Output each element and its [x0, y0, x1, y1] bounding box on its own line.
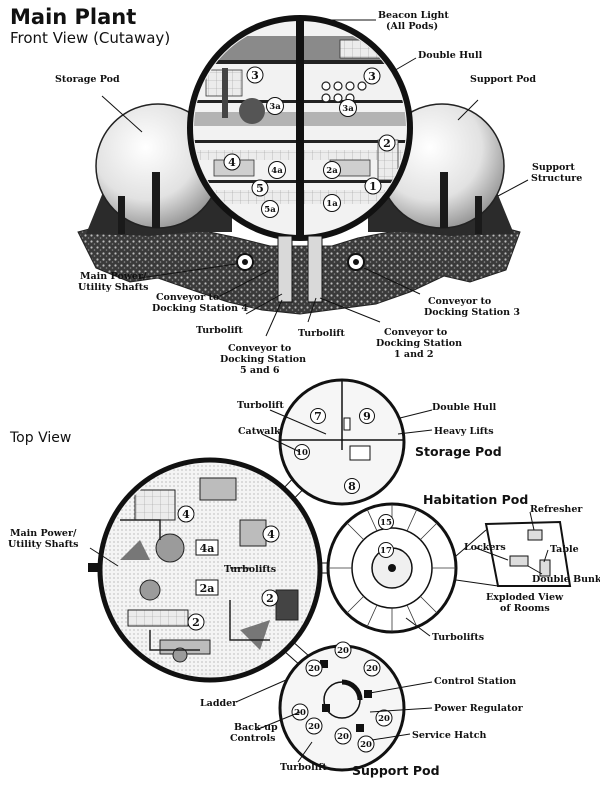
room-2-a: 2 [266, 592, 274, 605]
page-subtitle: Front View (Cutaway) [10, 29, 170, 47]
backup-controls-label-2: Controls [230, 733, 276, 744]
turbolifts-center-label: Turbolifts [224, 564, 276, 575]
turbolift-storage-label: Turbolift [237, 400, 284, 411]
room-3a-left: 3a [269, 102, 281, 112]
exploded-view-label-2: of Rooms [500, 603, 550, 614]
room-20-f: 20 [360, 740, 372, 750]
room-1a: 1a [326, 199, 338, 209]
double-hull-label: Double Hull [418, 50, 483, 61]
conveyor-4-label-2: Docking Station 4 [152, 303, 248, 314]
room-2: 2 [383, 137, 391, 150]
room-20-e: 20 [294, 708, 306, 718]
support-pod-top-label: Support Pod [352, 763, 440, 778]
room-3-right: 3 [368, 70, 376, 83]
ladder-label: Ladder [200, 698, 238, 709]
room-3-left: 3 [251, 69, 259, 82]
main-plant-top-interior [120, 477, 299, 663]
room-2a: 2a [200, 582, 215, 595]
main-power-label-2: Utility Shafts [78, 282, 148, 293]
support-structure-label: Support [532, 162, 575, 173]
habitation-pod-label: Habitation Pod [423, 492, 528, 507]
room-20-g: 20 [308, 722, 320, 732]
conveyor-56-label-3: 5 and 6 [240, 365, 280, 376]
room-7: 7 [314, 410, 322, 423]
turbolift-shaft-right [307, 235, 323, 303]
room-4-b: 4 [267, 528, 275, 541]
room-20-c: 20 [308, 664, 320, 674]
room-5: 5 [256, 182, 264, 195]
turbolift-shaft-left [277, 235, 293, 303]
front-leader-lines [101, 19, 529, 337]
top-view-title: Top View [9, 430, 71, 446]
main-power-top-label: Main Power/ [10, 528, 77, 539]
support-room-markers: 20 20 20 20 20 20 20 20 [291, 641, 393, 753]
support-structure-label-2: Structure [531, 173, 582, 184]
room-2-b: 2 [192, 616, 200, 629]
power-regulator-label: Power Regulator [434, 703, 524, 714]
room-8: 8 [348, 480, 356, 493]
turbolift-right-label: Turbolift [298, 328, 345, 339]
heavy-lifts-label: Heavy Lifts [434, 426, 494, 437]
conveyor-12-label: Conveyor to [384, 327, 447, 338]
service-hatch-label: Service Hatch [412, 730, 486, 741]
control-station-label: Control Station [434, 676, 516, 687]
storage-room-markers: 7 9 10 8 [294, 408, 375, 494]
room-5a: 5a [264, 205, 276, 215]
main-power-label: Main Power/ [80, 271, 147, 282]
room-20-a: 20 [337, 646, 349, 656]
top-view: 4 4 4a 2a 2 2 7 9 10 8 [8, 378, 600, 778]
top-main-room-markers: 4 4 4a 2a 2 2 [177, 505, 280, 631]
double-hull-top-label: Double Hull [432, 402, 497, 413]
room-1: 1 [369, 180, 377, 193]
conveyor-56-label-2: Docking Station [220, 354, 306, 365]
beacon-light-label: Beacon Light [378, 10, 449, 21]
room-20-b: 20 [366, 664, 378, 674]
backup-controls-label: Back-up [234, 722, 278, 733]
conveyor-56-label: Conveyor to [228, 343, 291, 354]
refresher-label: Refresher [530, 504, 583, 515]
support-pod-label: Support Pod [470, 74, 536, 85]
catwalk-label: Catwalk [238, 426, 281, 437]
double-bunks-label: Double Bunks [532, 574, 600, 585]
conveyor-4-label: Conveyor to [156, 292, 219, 303]
room-9: 9 [363, 410, 371, 423]
room-10: 10 [296, 448, 308, 458]
room-4-a: 4 [182, 508, 190, 521]
turbolift-support-label: Turbolift [280, 762, 327, 773]
page-title: Main Plant [10, 5, 136, 29]
table-label: Table [550, 544, 579, 555]
beacon-light-label-2: (All Pods) [386, 21, 438, 32]
turbolifts-hab-label: Turbolifts [432, 632, 484, 643]
room-20-d: 20 [378, 714, 390, 724]
top-leader-lines [89, 409, 549, 763]
room-4: 4 [228, 156, 236, 169]
storage-pod-top-label: Storage Pod [415, 444, 502, 459]
turbolift-left-label: Turbolift [196, 325, 243, 336]
lockers-label: Lockers [464, 542, 506, 553]
conveyor-12-label-2: Docking Station [376, 338, 462, 349]
room-2a: 2a [326, 166, 338, 176]
front-room-markers: 3 3a 4 4a 5 5a 3 3a 2 2a 1 1a [223, 66, 396, 218]
rock-base [77, 223, 521, 315]
main-power-top-label-2: Utility Shafts [8, 539, 78, 550]
room-4a: 4a [271, 166, 283, 176]
central-shaft [296, 18, 304, 240]
room-3a-right: 3a [342, 104, 354, 114]
storage-pod-label: Storage Pod [55, 74, 120, 85]
front-view: 3 3a 4 4a 5 5a 3 3a 2 2a 1 1a [55, 10, 582, 376]
conveyor-12-label-3: 1 and 2 [394, 349, 434, 360]
support-equipment [320, 660, 372, 732]
exploded-view-label: Exploded View [486, 592, 564, 603]
conveyor-3-label: Conveyor to [428, 296, 491, 307]
room-17: 17 [380, 546, 392, 556]
conveyor-3-label-2: Docking Station 3 [424, 307, 520, 318]
room-4a: 4a [200, 542, 215, 555]
room-15: 15 [380, 518, 392, 528]
room-20-h: 20 [337, 732, 349, 742]
